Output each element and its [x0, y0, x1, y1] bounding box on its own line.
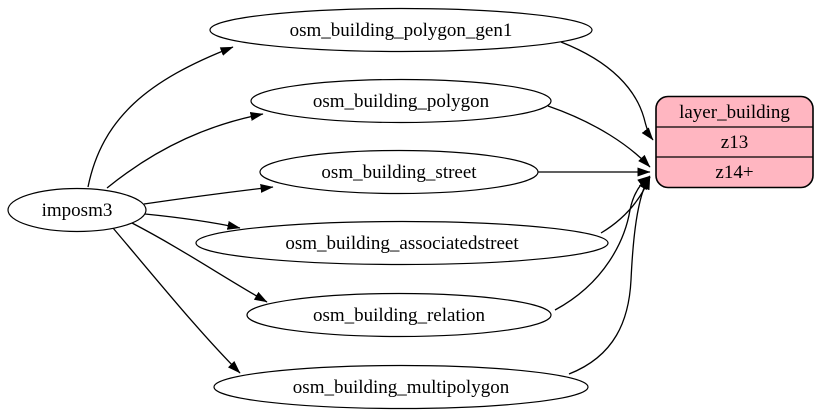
table-ellipse — [250, 78, 552, 124]
node-osm-building-multipolygon: osm_building_multipolygon — [213, 364, 589, 410]
node-osm-building-polygon-gen1: osm_building_polygon_gen1 — [209, 7, 593, 53]
layer-building-box — [655, 95, 814, 189]
node-osm-building-associatedstreet: osm_building_associatedstreet — [195, 220, 609, 266]
table-ellipse — [213, 364, 589, 410]
table-label: osm_building_relation — [313, 305, 486, 326]
layer-row-z14: z14+ — [715, 162, 753, 183]
layer-row-z13: z13 — [721, 132, 748, 153]
node-osm-building-street: osm_building_street — [259, 149, 539, 195]
table-ellipse — [259, 149, 539, 195]
node-osm-building-polygon: osm_building_polygon — [250, 78, 552, 124]
edge-imposm3-to-osm-building-multipolygon — [112, 227, 241, 374]
table-ellipse — [209, 7, 593, 53]
layer-building-title: layer_building — [679, 102, 790, 123]
edge-osm-building-polygon-to-z14 — [547, 105, 651, 168]
edge-imposm3-to-osm-building-polygon-gen1 — [87, 46, 234, 188]
edge-imposm3-to-osm-building-relation — [131, 222, 268, 303]
table-label: osm_building_associatedstreet — [285, 233, 519, 254]
imposm3-ellipse — [7, 187, 147, 233]
edge-osm-building-multipolygon-to-z14 — [568, 176, 650, 375]
edge-imposm3-to-osm-building-polygon — [106, 111, 264, 189]
table-label: osm_building_multipolygon — [293, 377, 510, 398]
table-ellipse — [195, 220, 609, 266]
edges-to-layer — [538, 41, 654, 375]
node-layer-building: layer_building z13 z14+ — [655, 95, 814, 189]
node-osm-building-relation: osm_building_relation — [246, 292, 552, 338]
edges-from-source — [87, 46, 274, 374]
table-ellipse — [246, 292, 552, 338]
imposm3-label: imposm3 — [42, 200, 113, 221]
edge-osm-building-associatedstreet-to-z14 — [600, 176, 651, 234]
edge-imposm3-to-osm-building-associatedstreet — [144, 213, 241, 230]
node-imposm3: imposm3 — [7, 187, 147, 233]
table-label: osm_building_street — [321, 162, 477, 183]
table-label: osm_building_polygon — [313, 91, 490, 112]
edge-osm-building-polygon-gen1-to-z13 — [560, 41, 654, 141]
edge-imposm3-to-osm-building-street — [143, 183, 274, 205]
table-label: osm_building_polygon_gen1 — [290, 20, 513, 41]
